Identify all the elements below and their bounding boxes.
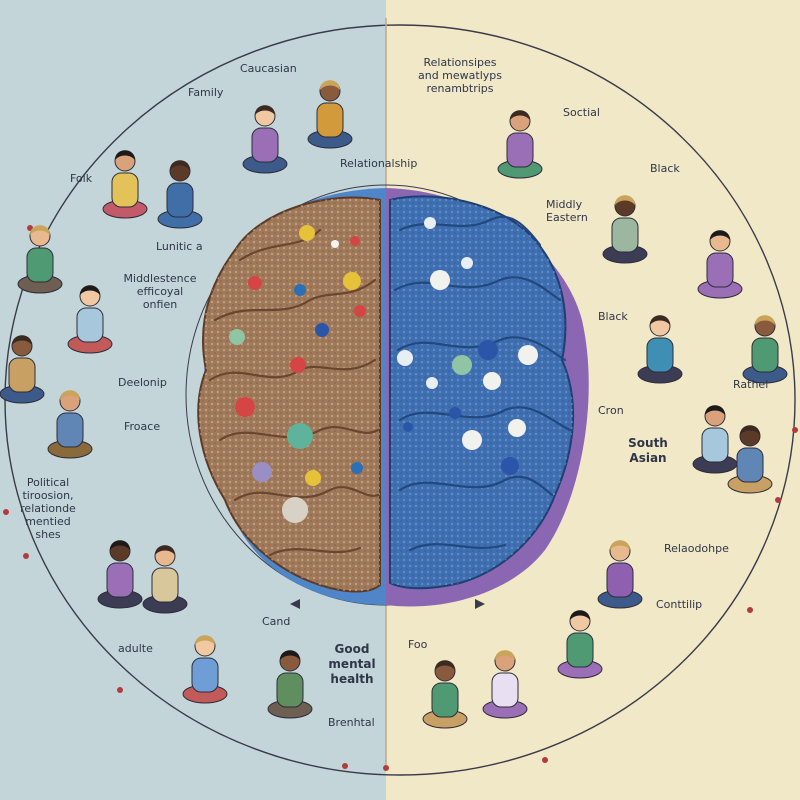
label-conttilip: Conttilip xyxy=(656,598,703,611)
brain-right-texture xyxy=(390,196,574,589)
label-social: Soctial xyxy=(563,106,600,119)
person-figure xyxy=(17,225,63,294)
outer-orbit-right xyxy=(386,24,796,776)
person-figure xyxy=(97,540,143,609)
label-froace: Froace xyxy=(124,420,161,433)
label-cand: Cand xyxy=(262,615,291,628)
person-figure xyxy=(727,425,773,494)
label-relationship-top: Relationalship xyxy=(340,157,418,170)
label-black-2: Black xyxy=(598,310,628,323)
label-middly-eastern: Middly Eastern xyxy=(546,198,588,224)
orbit-node xyxy=(775,497,781,503)
label-cron: Cron xyxy=(598,404,624,417)
label-rathel: Rathel xyxy=(733,378,769,391)
person-figure xyxy=(242,105,288,174)
label-folk: Folk xyxy=(70,172,93,185)
label-south-asian: South Asian xyxy=(628,436,668,465)
person-figure xyxy=(692,405,738,474)
label-caucasian: Caucasian xyxy=(240,62,297,75)
person-figure xyxy=(742,315,788,384)
orbit-node xyxy=(3,509,9,515)
person-figure xyxy=(482,650,528,719)
person-figure xyxy=(597,540,643,609)
label-lunitic: Lunitic a xyxy=(156,240,203,253)
brain xyxy=(197,188,589,607)
orbit-arrow-right xyxy=(475,599,485,609)
person-figure xyxy=(602,195,648,264)
label-deelonip: Deelonip xyxy=(118,376,167,389)
orbit-node xyxy=(23,553,29,559)
label-middlestence: Middlestence efficoyal onfien xyxy=(123,272,197,311)
person-figure xyxy=(157,160,203,229)
orbit-node xyxy=(542,757,548,763)
person-figure xyxy=(0,335,45,404)
person-figure xyxy=(47,390,93,459)
label-brenhtal: Brenhtal xyxy=(328,716,375,729)
orbit-node xyxy=(342,763,348,769)
label-relationdope: Relaodohpe xyxy=(664,542,729,555)
label-good-mental-health: Good mental health xyxy=(328,642,376,686)
people xyxy=(0,80,788,729)
orbit-node xyxy=(747,607,753,613)
person-figure xyxy=(497,110,543,179)
person-figure xyxy=(637,315,683,384)
label-foo: Foo xyxy=(408,638,428,651)
orbit-node xyxy=(27,225,33,231)
orbit-arrow-left xyxy=(290,599,300,609)
label-political: Political tiroosion, relationde mentied … xyxy=(20,476,76,541)
brain-nodes xyxy=(229,217,538,523)
orbit-node xyxy=(383,765,389,771)
person-figure xyxy=(182,635,228,704)
person-figure xyxy=(67,285,113,354)
person-figure xyxy=(557,610,603,679)
brain-left-texture xyxy=(198,197,380,592)
person-figure xyxy=(307,80,353,149)
orbit-node xyxy=(792,427,798,433)
person-figure xyxy=(267,650,313,719)
person-figure xyxy=(697,230,743,299)
label-black-1: Black xyxy=(650,162,680,175)
label-relationships-title: Relationsipes and mewatlyps renambtrips xyxy=(417,56,502,95)
person-figure xyxy=(142,545,188,614)
person-figure xyxy=(422,660,468,729)
orbit-node xyxy=(117,687,123,693)
person-figure xyxy=(102,150,148,219)
label-adulte: adulte xyxy=(118,642,153,655)
label-family: Family xyxy=(188,86,224,99)
